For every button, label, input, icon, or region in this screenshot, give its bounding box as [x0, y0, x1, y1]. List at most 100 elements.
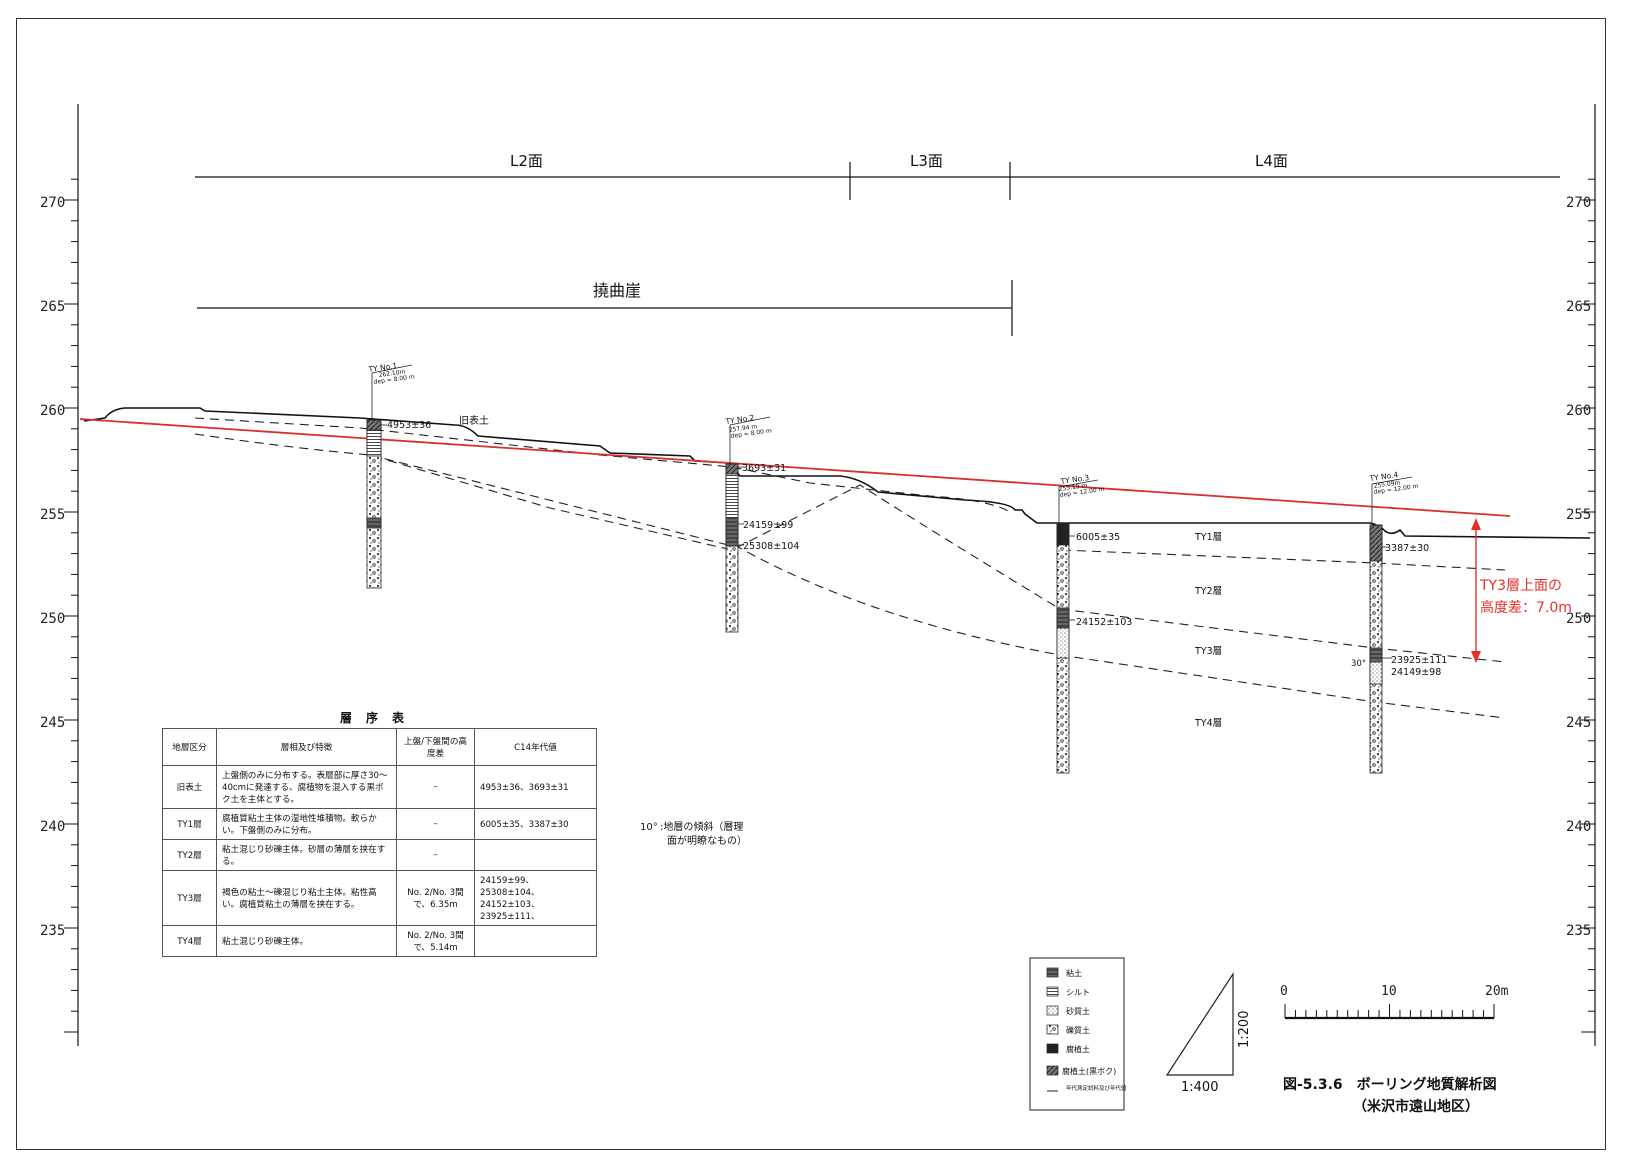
lithology-legend: 粘土 シルト 砂質土 礫質土 腐植土 腐植土(黒ボク) 年代測定試料及び年代値: [1029, 957, 1127, 1111]
boundary-ty2-base: [194, 433, 1506, 663]
borehole-ty3-elev: 255.19 m: [1058, 482, 1088, 493]
row-unit: 旧表土: [162, 765, 217, 809]
axis-label-260-left: 260: [40, 403, 65, 419]
dip-note-line2: 面が明瞭なもの）: [667, 834, 747, 847]
row-unit: TY3層: [162, 870, 217, 926]
scale-bar-10: 10: [1381, 984, 1397, 999]
borehole-ty2-age-1: 3693±31: [742, 463, 786, 474]
table-row: 旧表土 上盤側のみに分布する。表層部に厚さ30～40cmに発達する、腐植物を混入…: [162, 765, 597, 809]
borehole-ty2-elev: 257.94 m: [728, 423, 758, 434]
legend-kuroboku: 腐植土(黒ボク): [1062, 1066, 1116, 1076]
figure-caption-line2: （米沢市遠山地区）: [1353, 1098, 1479, 1115]
table-row: TY2層 粘土混じり砂礫主体。砂層の薄層を挟在する。 –: [162, 839, 597, 871]
header-height-diff: 上盤/下盤間の高度差: [396, 728, 475, 766]
table-row: TY1層 腐植質粘土主体の湿地性堆積物。軟らかい。下盤側のみに分布。 – 600…: [162, 808, 597, 840]
height-difference-line2: 高度差：7.0m: [1480, 599, 1572, 616]
axis-label-255-right: 255: [1566, 507, 1591, 523]
axis-label-235-left: 235: [40, 923, 65, 939]
row-facies: 粘土混じり砂礫主体。: [216, 925, 397, 957]
boundary-ty1-base: [1061, 549, 1506, 571]
surface-label-l4: L4面: [1255, 152, 1288, 170]
axis-label-265-left: 265: [40, 299, 65, 315]
flexure-scarp-extent: [197, 280, 1013, 336]
layer-boundaries: [194, 417, 1506, 719]
layer-label-ty4: TY4層: [1194, 718, 1222, 729]
scale-bar: 0 10 20m: [1280, 984, 1509, 1020]
axis-label-260-right: 260: [1566, 403, 1591, 419]
header-c14: C14年代値: [474, 728, 597, 766]
legend-silt: シルト: [1066, 988, 1090, 997]
left-elevation-axis: 270 265 260 255 250 245 240 235: [40, 104, 79, 1046]
scale-bar-0: 0: [1280, 984, 1288, 999]
row-height-diff: No. 2/No. 3間で、5.14m: [396, 925, 475, 957]
row-unit: TY1層: [162, 808, 217, 840]
borehole-ty4-name: TY No.4: [1368, 470, 1399, 483]
borehole-ty3-name: TY No.3: [1059, 473, 1090, 486]
height-difference-annotation: TY3層上面の 高度差：7.0m: [1471, 518, 1572, 663]
row-facies: 褐色の粘土～礫混じり粘土主体。粘性高い。腐植質粘土の薄層を挟在する。: [216, 870, 397, 926]
axis-label-270-right: 270: [1566, 195, 1591, 211]
row-height-diff: –: [396, 765, 475, 809]
stratigraphy-table-panel: 層序表 地層区分 層相及び特徴 上盤/下盤間の高度差 C14年代値 旧表土 上盤…: [162, 708, 597, 957]
borehole-ty1-name: TY No.1: [367, 361, 398, 374]
legend-clay: 粘土: [1066, 968, 1082, 978]
row-c14: [474, 839, 597, 871]
borehole-ty4-age-2: 23925±111: [1391, 655, 1447, 666]
borehole-ty2-age-3: 25308±104: [743, 541, 799, 552]
scale-bar-ticks: [1284, 1004, 1495, 1018]
legend-gravelly-soil: 礫質土: [1066, 1025, 1090, 1035]
layer-label-ty3: TY3層: [1194, 646, 1222, 657]
legend-humus: 腐植土: [1066, 1044, 1090, 1054]
old-topsoil-label: 旧表土: [459, 414, 489, 427]
table-header-row: 地層区分 層相及び特徴 上盤/下盤間の高度差 C14年代値: [162, 728, 597, 766]
header-unit: 地層区分: [162, 728, 217, 766]
flexure-scarp-label: 撓曲崖: [593, 281, 641, 300]
scale-horizontal: 1:400: [1181, 1080, 1218, 1095]
table-row: TY3層 褐色の粘土～礫混じり粘土主体。粘性高い。腐植質粘土の薄層を挟在する。 …: [162, 870, 597, 926]
borehole-ty3: TY No.3 255.19 m dep = 12.00 m 6005±35 2…: [1056, 473, 1132, 774]
dip-note-line1: :地層の傾斜（層理: [660, 820, 743, 833]
row-facies: 腐植質粘土主体の湿地性堆積物。軟らかい。下盤側のみに分布。: [216, 808, 397, 840]
row-unit: TY4層: [162, 925, 217, 957]
borehole-ty2-name: TY No.2: [724, 413, 755, 426]
borehole-ty3-age-1: 6005±35: [1076, 532, 1120, 543]
borehole-ty2: TY No.2 257.94 m dep = 8.00 m 3693±31 24…: [724, 413, 799, 633]
borehole-ty4-dip-label: 30°: [1351, 659, 1366, 669]
legend-sandy-soil: 砂質土: [1066, 1006, 1090, 1016]
surface-label-l2: L2面: [510, 152, 543, 170]
row-facies: 粘土混じり砂礫主体。砂層の薄層を挟在する。: [216, 839, 397, 871]
row-height-diff: No. 2/No. 3間で、6.35m: [396, 870, 475, 926]
borehole-ty3-age-2: 24152±103: [1076, 617, 1132, 628]
right-axis-minor-ticks: [1581, 178, 1595, 1033]
row-c14: 6005±35、3387±30: [474, 808, 597, 840]
borehole-ty4-age-3: 24149±98: [1391, 667, 1441, 678]
scale-ratio-triangle: 1:200 1:400: [1165, 971, 1252, 1095]
left-axis-minor-ticks: [64, 178, 78, 1033]
row-facies: 上盤側のみに分布する。表層部に厚さ30～40cmに発達する、腐植物を混入する黒ボ…: [216, 765, 397, 809]
axis-label-240-left: 240: [40, 819, 65, 835]
figure-caption-line1: 図-5.3.6 ボーリング地質解析図: [1283, 1076, 1497, 1093]
ground-surface-line: [83, 407, 1591, 539]
borehole-ty4-elev: 255.09m: [1373, 479, 1401, 490]
row-height-diff: –: [396, 808, 475, 840]
right-elevation-axis: 270 265 260 255 250 245 240 235: [1566, 104, 1596, 1046]
layer-label-ty2: TY2層: [1194, 586, 1222, 597]
axis-label-240-right: 240: [1566, 819, 1591, 835]
height-difference-line1: TY3層上面の: [1479, 578, 1562, 594]
borehole-ty4-age-1: 3387±30: [1385, 543, 1429, 554]
reference-red-line: [79, 418, 1511, 517]
stratigraphy-table-title: 層序表: [339, 711, 418, 725]
header-facies: 層相及び特徴: [216, 728, 397, 766]
drawing-frame: [16, 18, 1606, 1150]
axis-label-245-left: 245: [40, 715, 65, 731]
table-row: TY4層 粘土混じり砂礫主体。 No. 2/No. 3間で、5.14m: [162, 925, 597, 957]
scale-vertical: 1:200: [1237, 1011, 1252, 1048]
axis-label-250-left: 250: [40, 611, 65, 627]
axis-label-250-right: 250: [1566, 611, 1591, 627]
axis-label-245-right: 245: [1566, 715, 1591, 731]
row-unit: TY2層: [162, 839, 217, 871]
row-c14: [474, 925, 597, 957]
boundary-ty3-base: [369, 454, 1506, 719]
axis-label-270-left: 270: [40, 195, 65, 211]
